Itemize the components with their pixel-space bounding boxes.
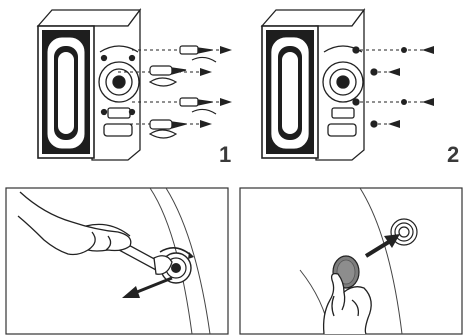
arrow-icon — [200, 46, 232, 128]
panel-insert-cap — [240, 188, 462, 334]
step-number-1: 1 — [219, 142, 231, 167]
step-2-figure — [262, 10, 434, 160]
step-number-2: 2 — [447, 142, 459, 167]
cover-cap-icon — [401, 47, 407, 105]
arrow-icon — [388, 46, 434, 128]
transit-bolt-icon — [150, 46, 212, 129]
step-1-figure — [38, 10, 232, 160]
cap-leader-lines — [360, 50, 426, 124]
washing-machine-icon — [38, 10, 140, 160]
washing-machine-icon — [262, 10, 377, 160]
panel-remove-bolt — [6, 188, 228, 334]
